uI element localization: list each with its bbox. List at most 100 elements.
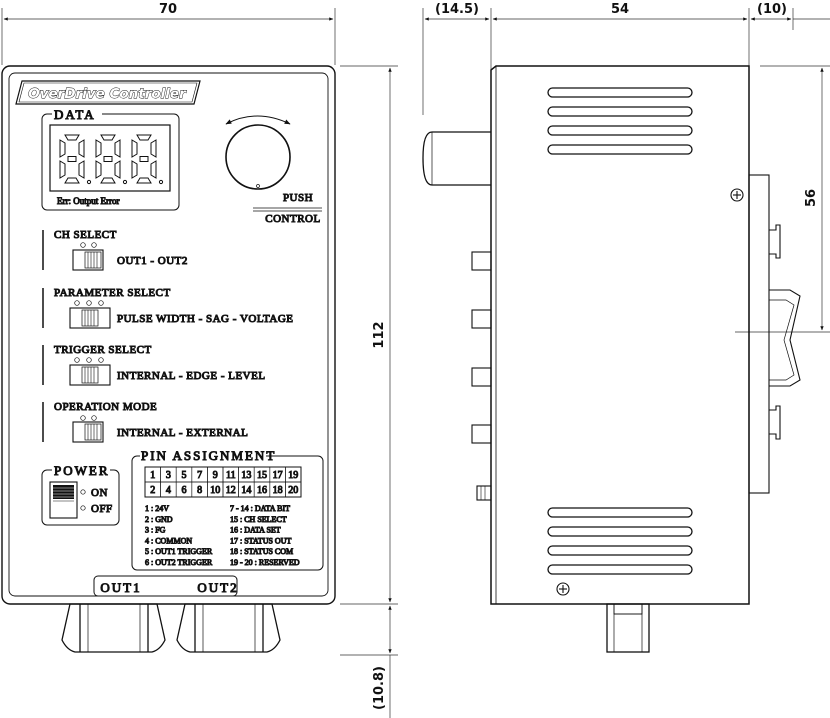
segment	[131, 160, 138, 179]
decimal-point	[158, 179, 164, 185]
pin-number: 10	[210, 485, 220, 496]
dimension-labels: 70 112 (10.8) (14.5) 54 (10) 56	[159, 2, 819, 710]
dimension-lines	[1, 8, 830, 718]
pin-list-item: 7 - 14 : DATA BIT	[230, 504, 290, 513]
segment	[67, 156, 77, 162]
power-on-label: ON	[91, 487, 108, 499]
ch-select-options: OUT1 - OUT2	[117, 255, 188, 267]
segment	[136, 177, 152, 184]
dim-side-body-depth: 54	[611, 2, 629, 17]
dim-front-width: 70	[159, 2, 177, 17]
operation-mode-switch[interactable]: OPERATION MODE INTERNAL - EXTERNAL	[42, 401, 248, 443]
segment	[64, 177, 80, 184]
pin-list-item: 17 : STATUS OUT	[230, 536, 291, 545]
ch-select-switch[interactable]: CH SELECT OUT1 - OUT2	[42, 229, 188, 271]
pin-number: 18	[273, 485, 283, 496]
segment	[59, 160, 66, 179]
output-connectors: OUT1 OUT2	[61, 575, 281, 653]
pin-number: 16	[257, 485, 267, 496]
segment	[64, 134, 80, 141]
decimal-point	[122, 179, 128, 185]
pin-number: 4	[166, 485, 171, 496]
screw-heads	[556, 188, 744, 596]
brand-logo: OverDrive Controller	[15, 80, 201, 105]
segment	[95, 139, 102, 158]
decimal-point	[86, 179, 92, 185]
pin-cell	[285, 481, 302, 498]
segment	[78, 139, 85, 158]
pin-number: 13	[241, 470, 251, 481]
logo-text: OverDrive Controller	[28, 86, 187, 102]
segment	[114, 139, 121, 158]
pin-list-item: 16 : DATA SET	[230, 526, 281, 535]
power-title: POWER	[54, 463, 110, 478]
out1-connector	[61, 603, 166, 653]
pin-number: 1	[150, 470, 155, 481]
segment	[95, 160, 102, 179]
dim-side-knob-depth: (14.5)	[435, 2, 479, 17]
dim-front-height: 112	[372, 321, 387, 348]
segment	[59, 139, 66, 158]
display-caption: Err: Output Error	[57, 196, 119, 206]
pin-number: 9	[213, 470, 218, 481]
pin-number: 3	[166, 470, 171, 481]
control-label: CONTROL	[265, 213, 320, 225]
pin-number: 19	[288, 470, 298, 481]
out2-label: OUT2	[197, 580, 238, 595]
dim-side-rail-depth: (10)	[757, 2, 787, 17]
parameter-select-switch[interactable]: PARAMETER SELECT PULSE WIDTH - SAG - VOL…	[42, 287, 294, 329]
segment	[131, 139, 138, 158]
segment	[100, 134, 116, 141]
pin-assignment-title: PIN ASSIGNMENT	[141, 448, 276, 463]
din-rail-bracket	[748, 174, 801, 494]
digit-1	[59, 134, 92, 185]
pin-list-item: 19 - 20 : RESERVED	[230, 558, 300, 567]
trigger-select-options: INTERNAL - EDGE - LEVEL	[117, 370, 266, 382]
pin-list-item: 18 : STATUS COM	[230, 547, 293, 556]
segment	[100, 177, 116, 184]
dim-connector-height: (10.8)	[372, 666, 387, 710]
pin-list-item: 6 : OUT2 TRIGGER	[145, 558, 213, 567]
pin-number: 20	[288, 485, 298, 496]
dim-side-rail-height: 56	[804, 189, 819, 207]
trigger-select-switch[interactable]: TRIGGER SELECT INTERNAL - EDGE - LEVEL	[42, 344, 266, 386]
side-connector	[606, 603, 650, 653]
parameter-select-options: PULSE WIDTH - SAG - VOLTAGE	[117, 313, 294, 325]
segment	[136, 134, 152, 141]
pin-number: 5	[182, 470, 187, 481]
pin-list-item: 15 : CH SELECT	[230, 515, 287, 524]
operation-mode-options: INTERNAL - EXTERNAL	[117, 427, 248, 439]
digit-2	[95, 134, 128, 185]
data-label: DATA	[54, 107, 96, 122]
seven-segment-digits	[59, 134, 164, 185]
control-knob[interactable]: PUSH CONTROL	[225, 115, 322, 226]
push-label: PUSH	[283, 192, 313, 204]
segment	[114, 160, 121, 179]
power-switch[interactable]: POWER ON OFF	[41, 463, 120, 526]
pin-number: 12	[226, 485, 236, 496]
out2-connector	[176, 603, 281, 653]
parameter-select-title: PARAMETER SELECT	[54, 287, 171, 299]
pin-list-item: 3 : FG	[145, 526, 166, 535]
trigger-select-title: TRIGGER SELECT	[54, 344, 152, 356]
pin-list-item: 5 : OUT1 TRIGGER	[145, 547, 213, 556]
pin-number: 11	[226, 470, 236, 481]
segment	[150, 139, 157, 158]
segment	[150, 160, 157, 179]
pin-list-item: 4 : COMMON	[145, 536, 192, 545]
segment	[78, 160, 85, 179]
pin-number: 17	[273, 470, 283, 481]
operation-mode-title: OPERATION MODE	[54, 401, 157, 413]
digit-3	[131, 134, 164, 185]
power-off-label: OFF	[91, 503, 113, 515]
ch-select-title: CH SELECT	[54, 229, 117, 241]
pin-number: 2	[150, 485, 155, 496]
segment	[139, 156, 149, 162]
data-display: DATA Err: Output Error	[41, 107, 180, 211]
pin-number: 15	[257, 470, 267, 481]
pin-number: 7	[197, 470, 202, 481]
